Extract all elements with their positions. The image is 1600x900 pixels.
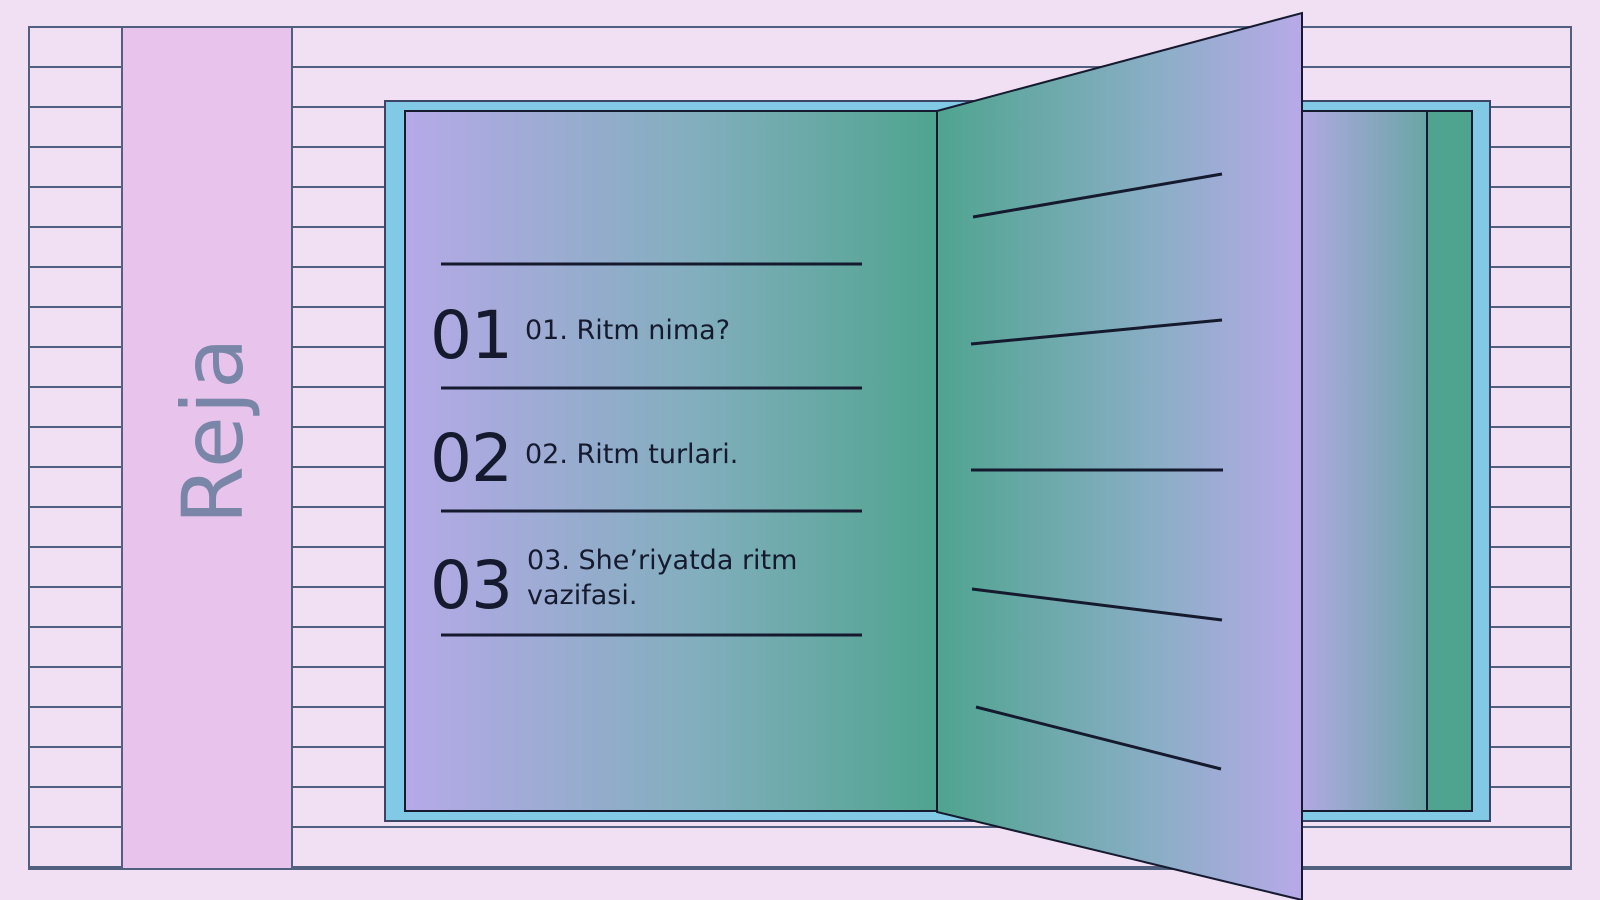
book-turning-page	[936, 11, 1303, 900]
turning-page-lines	[970, 172, 1223, 771]
left-page-dividers	[441, 262, 862, 637]
item-number: 03	[430, 547, 513, 624]
sidebar-band	[121, 26, 293, 870]
item-text: 02. Ritm turlari.	[525, 439, 739, 470]
item-text: 03. She’riyatda ritm vazifasi.	[527, 545, 798, 611]
item-text: 01. Ritm nima?	[525, 315, 731, 346]
section-title: Reja	[164, 335, 262, 525]
book-left-page	[404, 110, 938, 812]
item-number: 02	[430, 420, 513, 497]
item-number: 01	[430, 297, 513, 374]
